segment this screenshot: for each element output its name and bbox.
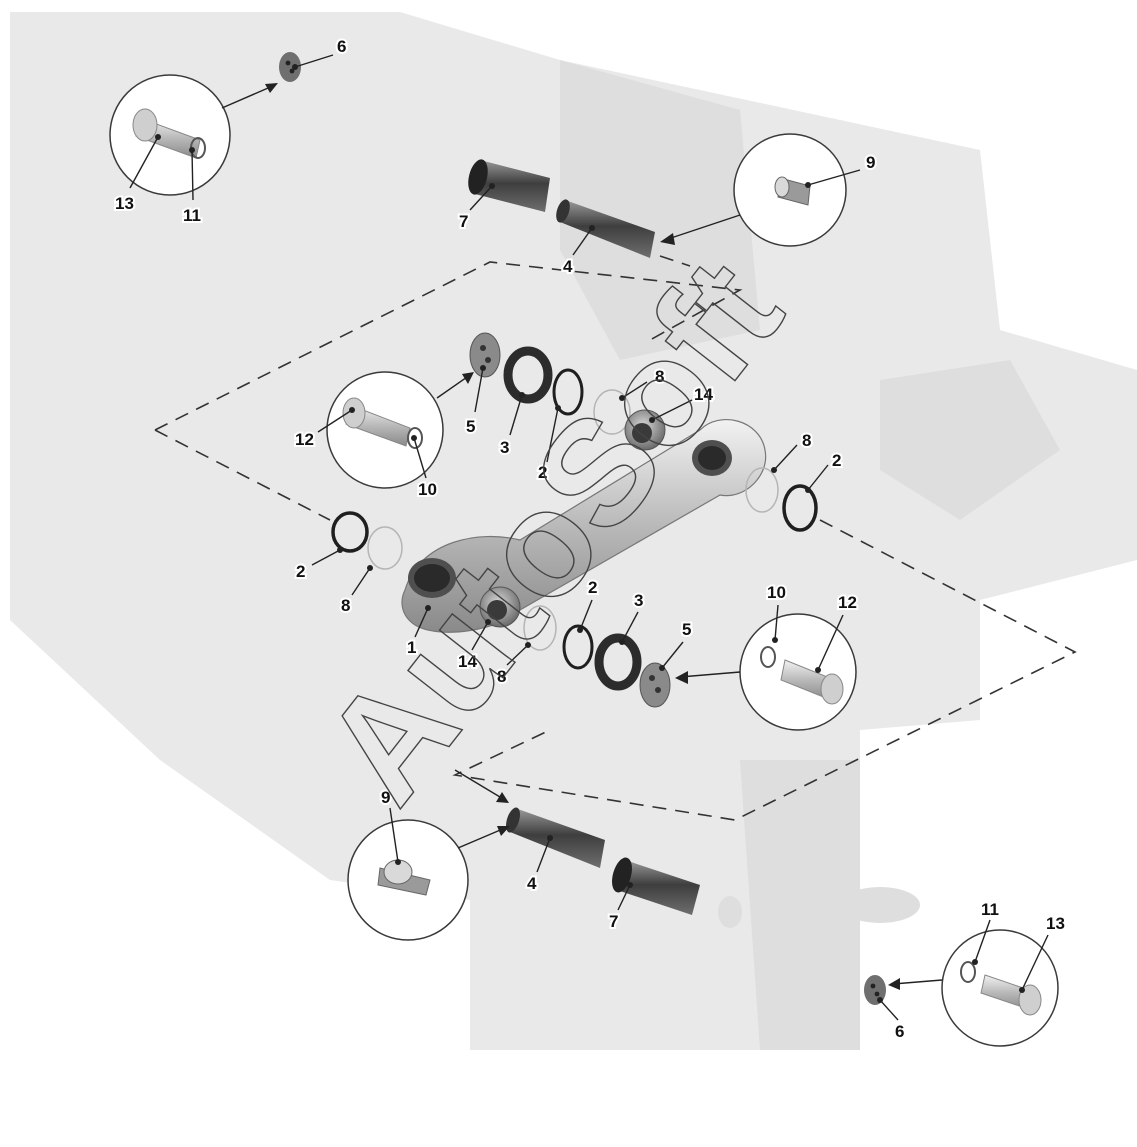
ring-right: [782, 484, 818, 532]
callout-14-lower: 14: [458, 652, 477, 671]
pitman-arm: [401, 419, 767, 633]
callout-11-top: 11: [183, 206, 201, 225]
callout-9-bottom: 9: [381, 788, 390, 807]
callout-5-lower: 5: [682, 620, 691, 639]
oring-upper: [593, 389, 631, 435]
lower-sleeve: [612, 857, 700, 915]
seal-upper: [503, 346, 553, 404]
seal-lower: [594, 633, 642, 691]
assembly-arrows: [221, 83, 943, 990]
washer-lower: [639, 662, 671, 708]
callout-5-upper: 5: [466, 417, 475, 436]
washer-upper: [469, 332, 501, 378]
detail-grease-fitting-bottom: [347, 819, 469, 941]
callout-10-right: 10: [767, 583, 786, 602]
callout-4-bottom: 4: [527, 874, 537, 893]
ring-lower: [562, 624, 594, 670]
callout-2-left: 2: [296, 562, 305, 581]
callout-6-bottom: 6: [895, 1022, 904, 1041]
callout-7-bottom: 7: [609, 912, 618, 931]
callout-8-upper: 8: [655, 367, 664, 386]
callout-2-upper: 2: [538, 463, 547, 482]
detail-bolt-top-left: [109, 74, 231, 196]
callout-8-lower: 8: [497, 667, 506, 686]
callout-7-top: 7: [459, 212, 468, 231]
callout-12-left: 12: [295, 430, 314, 449]
callout-labels: 6 13 11 9 7 4 8 14 8 2 12 10 5 3 2 2 8 1…: [113, 35, 1067, 1043]
callout-2-lower: 2: [588, 578, 597, 597]
bushing-lower: [479, 586, 521, 628]
callout-6-top: 6: [337, 37, 346, 56]
oring-left: [367, 526, 403, 570]
ring-left: [331, 511, 369, 553]
oring-lower: [523, 605, 557, 651]
callout-1: 1: [407, 638, 416, 657]
callout-10-left: 10: [418, 480, 437, 499]
callout-9-top: 9: [866, 153, 875, 172]
callout-4-top: 4: [563, 257, 573, 276]
callout-14-upper: 14: [694, 385, 713, 404]
callout-3-upper: 3: [500, 438, 509, 457]
detail-bolt-middle-right: [739, 613, 857, 731]
alignment-dashed-lines: [154, 255, 1077, 821]
callout-8-left: 8: [341, 596, 350, 615]
callout-12-right: 12: [838, 593, 857, 612]
upper-pin: [556, 199, 655, 258]
callout-8-right: 8: [802, 431, 811, 450]
detail-bolt-middle-left: [326, 371, 444, 489]
callout-11-bottom: 11: [981, 900, 999, 919]
callout-3-lower: 3: [634, 591, 643, 610]
lock-plate-top: [279, 52, 301, 82]
detail-grease-fitting-top: [733, 133, 847, 247]
callout-13-top: 13: [115, 194, 134, 213]
leader-lines: [129, 54, 1049, 1021]
upper-sleeve: [468, 159, 550, 212]
callout-2-right: 2: [832, 451, 841, 470]
ring-upper: [552, 368, 584, 416]
oring-right: [745, 467, 779, 513]
detail-bolt-bottom-right: [941, 929, 1059, 1047]
callout-13-bottom: 13: [1046, 914, 1065, 933]
